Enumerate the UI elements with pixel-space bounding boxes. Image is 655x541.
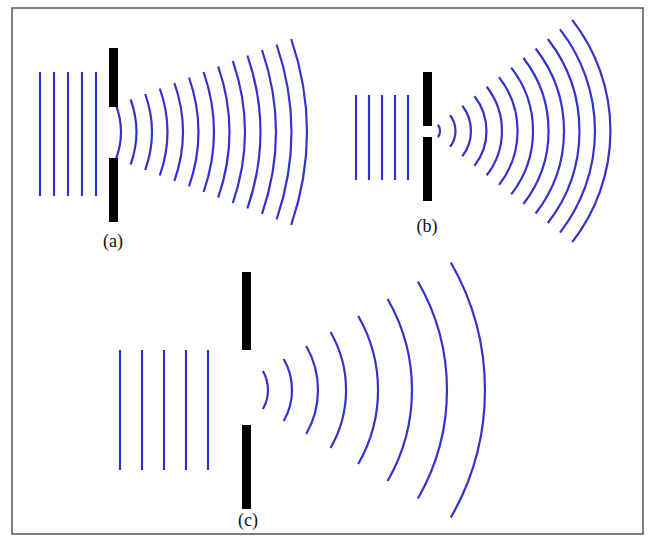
wavefront <box>438 125 440 137</box>
wavefront <box>131 100 137 165</box>
wavefront <box>207 350 209 470</box>
barriers <box>109 48 432 509</box>
wavefront <box>381 95 383 180</box>
wavefront <box>355 95 357 180</box>
wavefronts <box>40 20 610 518</box>
wavefront <box>185 350 187 470</box>
wavefront <box>572 20 610 242</box>
wavefront <box>189 78 199 187</box>
wavefront <box>39 72 41 196</box>
frame <box>12 8 643 534</box>
wavefront <box>116 105 121 159</box>
barrier <box>109 48 118 107</box>
barrier <box>242 272 251 350</box>
wavefront <box>394 95 396 180</box>
panel-label: (c) <box>236 511 260 531</box>
wavefront <box>388 299 412 481</box>
wavefront <box>462 106 471 156</box>
wavefront <box>499 77 518 185</box>
barrier <box>423 137 432 201</box>
wavefront <box>160 89 168 176</box>
wavefront <box>407 95 409 180</box>
wavefront <box>141 350 143 470</box>
barrier <box>423 72 432 126</box>
wavefront <box>451 263 485 518</box>
panel-label: (a) <box>101 232 125 252</box>
wavefront <box>511 68 533 195</box>
wavefront <box>358 316 378 464</box>
wavefront <box>368 95 370 180</box>
wavefront <box>291 39 307 225</box>
wavefront <box>523 58 548 204</box>
wavefront <box>95 72 97 196</box>
wavefront <box>233 61 245 203</box>
panel-label: (b) <box>415 217 440 237</box>
barrier <box>242 425 251 509</box>
wavefront <box>475 96 487 166</box>
wavefront <box>163 350 165 470</box>
wavefront <box>247 56 260 209</box>
wavefront <box>119 350 121 470</box>
wavefront <box>306 346 318 434</box>
wavefront <box>284 359 292 421</box>
wavefront <box>67 72 69 196</box>
wavefront <box>174 83 183 181</box>
wavefront <box>53 72 55 196</box>
wavefront <box>263 371 268 409</box>
wavefront <box>81 72 83 196</box>
barrier <box>109 158 118 222</box>
wavefront <box>145 94 152 170</box>
wavefront <box>331 332 347 448</box>
wavefront <box>560 29 595 232</box>
wavefront <box>487 87 502 176</box>
wavefront <box>277 45 292 220</box>
wavefront <box>218 67 229 198</box>
wavefront <box>262 50 276 214</box>
wavefront <box>536 49 564 214</box>
wavefront <box>450 115 455 146</box>
wavefront <box>204 72 214 192</box>
wavefront <box>418 282 447 499</box>
wavefront <box>548 39 580 223</box>
